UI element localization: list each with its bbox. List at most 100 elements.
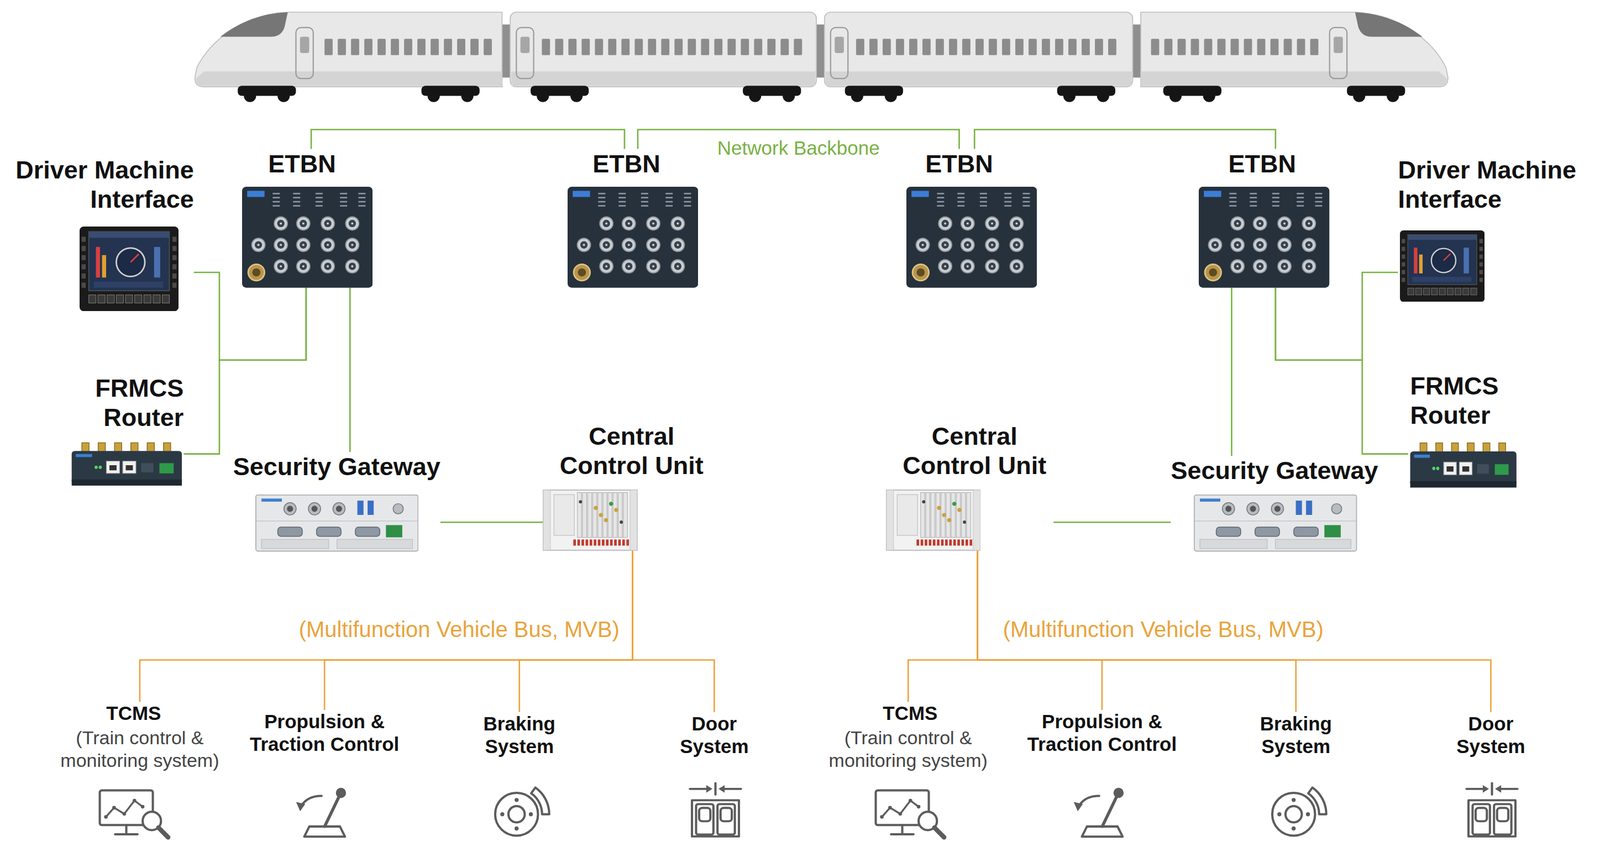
dmi-button <box>172 282 177 288</box>
etbn-housing <box>1198 186 1330 288</box>
door-arrow <box>1490 783 1493 796</box>
usb-port <box>367 501 374 516</box>
router-housing <box>1409 451 1516 486</box>
m12-connector <box>276 240 285 249</box>
router-base <box>71 479 182 486</box>
device-label: Braking System <box>463 712 576 758</box>
m12-connector <box>345 238 359 252</box>
serial-port <box>1216 527 1241 538</box>
train-window <box>674 38 683 56</box>
m12-connector <box>1236 265 1240 268</box>
train-car <box>510 12 817 87</box>
etbn-marking <box>1022 205 1030 207</box>
train-door <box>830 27 848 79</box>
m12-connector <box>323 240 332 249</box>
m12-connector <box>1277 216 1292 230</box>
driver-machine-interface: Driver Machine Interface <box>1397 155 1588 303</box>
m12-connector <box>345 216 359 230</box>
train-car <box>824 12 1133 87</box>
cab-window <box>220 12 288 37</box>
etbn-marking <box>597 205 606 207</box>
dmi-key <box>143 295 151 304</box>
train-window <box>1002 38 1011 56</box>
m12-connector <box>1258 243 1262 246</box>
driver-machine-interface: Driver Machine Interface <box>3 155 194 312</box>
wheel <box>1352 90 1366 103</box>
etbn-marking <box>339 192 348 195</box>
mvb-bus-line <box>632 551 715 713</box>
chart-icon <box>106 800 143 818</box>
etbn-marking <box>339 201 348 203</box>
dmi-needle <box>130 254 139 263</box>
door-icon <box>1497 808 1509 822</box>
etbn-marking <box>936 196 944 199</box>
m12-connector <box>960 216 974 230</box>
rack-ear <box>886 490 894 551</box>
etbn-marking <box>957 192 965 195</box>
terminal-block <box>945 539 948 547</box>
network-link <box>1053 521 1171 524</box>
train-door <box>295 27 313 79</box>
ethernet-port <box>1459 462 1472 475</box>
train-window <box>581 38 590 56</box>
terminal-block <box>940 539 944 547</box>
m12-connector <box>988 262 996 270</box>
m12-connector <box>966 265 969 268</box>
m12-connector <box>1231 259 1245 274</box>
etbn-marking <box>339 196 348 199</box>
door-arrow <box>718 785 725 794</box>
m12-connector <box>1308 243 1311 246</box>
m12-connector <box>350 222 354 225</box>
etbn-marking <box>1004 201 1012 203</box>
train-window <box>647 38 657 56</box>
m12-connector <box>985 259 999 274</box>
dmi-key <box>1431 288 1438 296</box>
rack-ear <box>630 490 638 551</box>
etbn-marking <box>936 205 944 207</box>
network-link <box>311 129 625 149</box>
m12-connector <box>960 259 974 274</box>
car-gangway <box>816 24 825 78</box>
monitor-icon <box>115 833 139 836</box>
card-connector <box>941 513 946 518</box>
etbn-marking <box>272 196 280 199</box>
m12-connector <box>301 265 304 268</box>
etbn-marking <box>1004 192 1012 195</box>
power-terminal <box>1324 525 1341 538</box>
dmi-status <box>1412 276 1472 282</box>
dmi-button <box>81 273 86 279</box>
m12-connector <box>1208 238 1222 252</box>
m12-connector <box>1331 504 1342 514</box>
lever-icon <box>1081 826 1123 837</box>
train-window <box>1094 38 1104 56</box>
m12-connector <box>1222 502 1235 516</box>
wheel <box>851 90 864 103</box>
door-icon <box>720 808 732 822</box>
bus-label-holder: (Multifunction Vehicle Bus, MVB) <box>296 616 622 643</box>
dmi-button <box>81 236 86 242</box>
m12-connector <box>286 506 293 513</box>
lever-icon <box>1073 801 1083 812</box>
terminal-block <box>626 539 630 547</box>
network-link <box>349 287 351 453</box>
etbn-marking <box>358 205 366 207</box>
door-arrow <box>706 785 713 794</box>
terminal-block <box>920 539 923 547</box>
etbn-marking <box>292 205 301 207</box>
door-arrow <box>689 788 707 791</box>
chart-icon <box>898 812 902 817</box>
m12-connector <box>941 240 949 249</box>
etbn-marking <box>1229 205 1237 207</box>
etbn-marking <box>1315 205 1323 207</box>
m12-connector <box>627 243 630 246</box>
dmi-button <box>1479 239 1483 244</box>
usb-port <box>1296 501 1303 516</box>
train-window <box>457 38 466 56</box>
train-window <box>364 38 373 56</box>
door-icon <box>1472 804 1490 836</box>
device-label: ETBN <box>925 149 994 179</box>
m12-connector <box>335 506 342 513</box>
m12-connector <box>621 216 636 230</box>
m12-connector <box>1305 240 1313 249</box>
train-window <box>417 38 426 56</box>
